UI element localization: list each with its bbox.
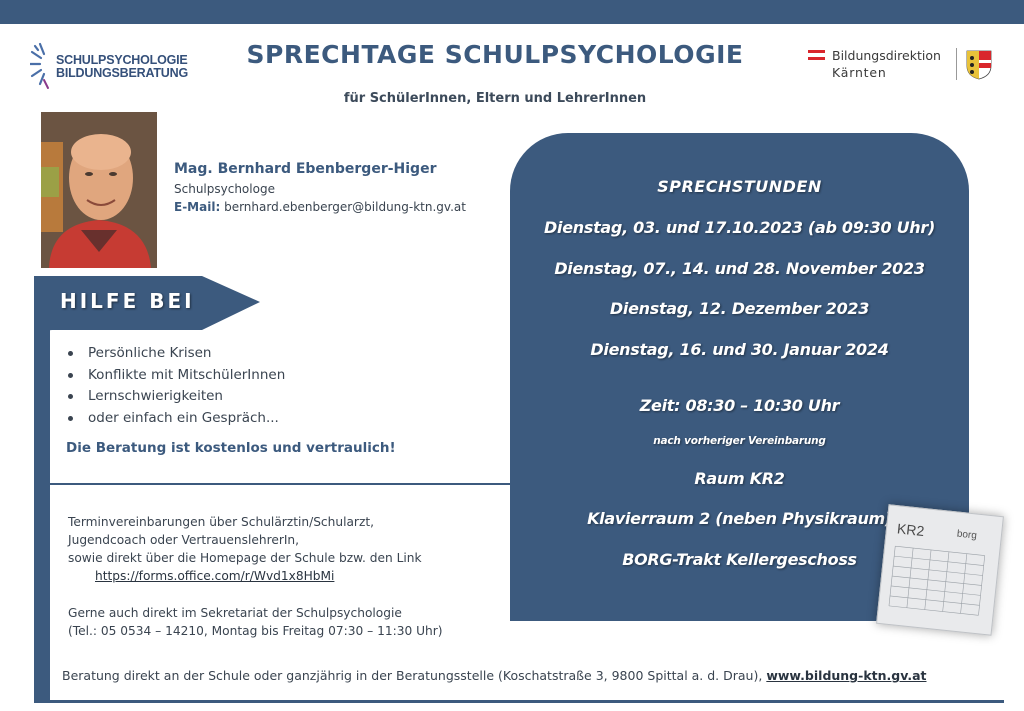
page-subtitle: für SchülerInnen, Eltern und LehrerInnen (343, 91, 647, 106)
forms-link-row: https://forms.office.com/r/Wvd1x8HbMi (95, 569, 334, 583)
time-line: Zeit: 08:30 – 10:30 Uhr (639, 396, 840, 415)
appointment-line2: Jugendcoach oder VertrauenslehrerIn, (68, 533, 300, 547)
logo-divider (956, 48, 957, 80)
portrait-photo (41, 112, 157, 268)
date-line: Dienstag, 03. und 17.10.2023 (ab 09:30 U… (544, 218, 935, 237)
logo-left-line1: SCHULPSYCHOLOGIE (56, 53, 188, 67)
office-hours-heading: SPRECHSTUNDEN (657, 177, 822, 196)
help-heading: HILFE BEI (60, 289, 195, 313)
sunburst-icon (30, 42, 49, 89)
top-bar (0, 0, 1024, 24)
forms-link[interactable]: https://forms.office.com/r/Wvd1x8HbMi (95, 569, 335, 583)
help-banner-arrow (34, 276, 260, 332)
footer-website-link[interactable]: www.bildung-ktn.gv.at (766, 668, 927, 683)
room-line: Raum KR2 (694, 469, 785, 488)
logo-right-line2: Kärnten (832, 65, 887, 80)
time-note: nach vorheriger Vereinbarung (653, 435, 826, 447)
room-detail-line: Klavierraum 2 (neben Physikraum) (587, 509, 892, 528)
list-item: Lernschwierigkeiten (68, 386, 285, 408)
footer-text: Beratung direkt an der Schule oder ganzj… (62, 668, 763, 683)
location-line: BORG-Trakt Kellergeschoss (622, 550, 857, 569)
footer: Beratung direkt an der Schule oder ganzj… (62, 668, 927, 683)
appointment-line6: (Tel.: 05 0534 – 14210, Montag bis Freit… (68, 624, 443, 638)
contact-email-row: E-Mail: bernhard.ebenberger@bildung-ktn.… (174, 200, 466, 214)
carinthia-crest-icon (966, 50, 992, 80)
room-sign-photo: KR2 borg (876, 504, 1004, 636)
contact-role: Schulpsychologe (174, 182, 275, 196)
date-line: Dienstag, 16. und 30. Januar 2024 (590, 340, 889, 359)
austrian-flag-icon (808, 50, 825, 60)
list-item: oder einfach ein Gespräch... (68, 408, 285, 430)
appointment-line5: Gerne auch direkt im Sekretariat der Sch… (68, 606, 402, 620)
schulpsychologie-logo: SCHULPSYCHOLOGIE BILDUNGSBERATUNG (30, 40, 190, 92)
date-line: Dienstag, 12. Dezember 2023 (609, 299, 870, 318)
email-label: E-Mail: (174, 200, 221, 214)
free-confidential-note: Die Beratung ist kostenlos und vertrauli… (66, 440, 396, 456)
appointment-line1: Terminvereinbarungen über Schulärztin/Sc… (68, 515, 374, 529)
date-line: Dienstag, 07., 14. und 28. November 2023 (554, 259, 925, 278)
appointment-line3: sowie direkt über die Homepage der Schul… (68, 551, 422, 565)
logo-right-line1: Bildungsdirektion (832, 48, 941, 63)
list-item: Persönliche Krisen (68, 343, 285, 365)
list-item: Konflikte mit MitschülerInnen (68, 365, 285, 387)
section-divider (50, 483, 510, 485)
bildungsdirektion-logo: Bildungsdirektion Kärnten (808, 48, 998, 82)
timetable-grid-icon (888, 545, 986, 616)
left-rail (34, 330, 50, 703)
contact-email[interactable]: bernhard.ebenberger@bildung-ktn.gv.at (224, 200, 466, 214)
page-title: SPRECHTAGE SCHULPSYCHOLOGIE (246, 40, 744, 69)
bottom-rule (34, 700, 1004, 703)
contact-name: Mag. Bernhard Ebenberger-Higer (174, 161, 437, 177)
help-list: Persönliche Krisen Konflikte mit Mitschü… (68, 343, 285, 429)
logo-left-line2: BILDUNGSBERATUNG (56, 66, 188, 80)
